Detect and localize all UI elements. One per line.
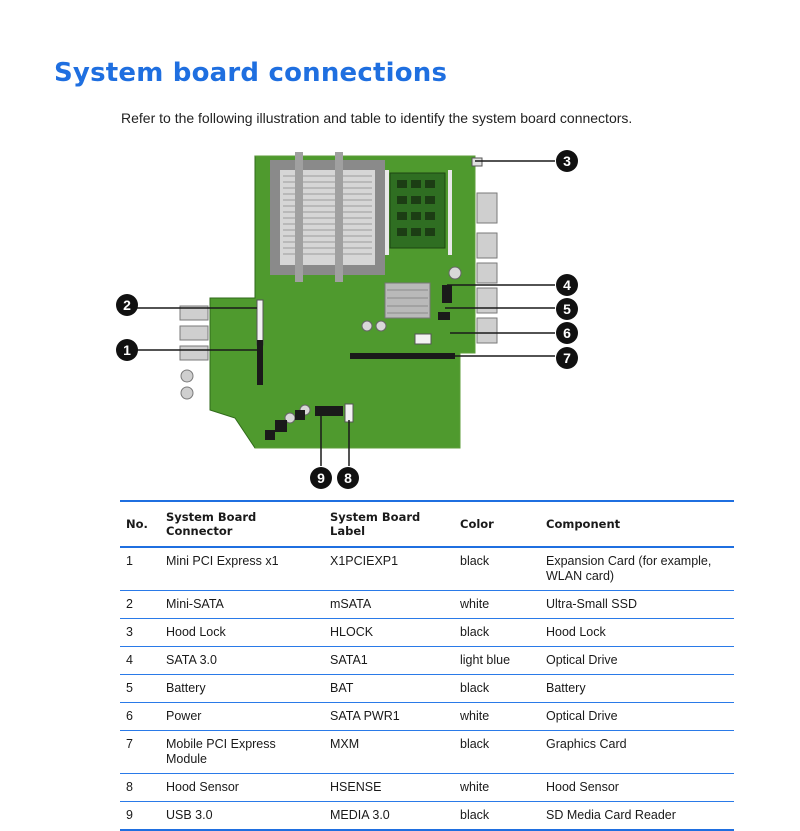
- cell-label: mSATA: [324, 590, 454, 619]
- svg-text:7: 7: [563, 350, 571, 366]
- cell-connector: Hood Sensor: [160, 773, 324, 802]
- cell-color: white: [454, 702, 540, 731]
- callout-3: 3: [556, 150, 578, 172]
- cell-component: Expansion Card (for example, WLAN card): [540, 547, 734, 591]
- table-row: 4 SATA 3.0 SATA1 light blue Optical Driv…: [120, 646, 734, 675]
- callout-2: 2: [116, 294, 138, 316]
- cell-component: Ultra-Small SSD: [540, 590, 734, 619]
- cell-label: MXM: [324, 730, 454, 774]
- page-title: System board connections: [54, 58, 448, 88]
- table-row: 7 Mobile PCI Express Module MXM black Gr…: [120, 730, 734, 774]
- svg-text:6: 6: [563, 325, 571, 341]
- cell-component: Optical Drive: [540, 702, 734, 731]
- header-color: Color: [454, 501, 540, 548]
- cell-component: Battery: [540, 674, 734, 703]
- cell-connector: Power: [160, 702, 324, 731]
- system-board-illustration: 1 2 3 4 5 6 7 8 9: [116, 150, 578, 489]
- connector-table: No. System Board Connector System Board …: [120, 500, 734, 831]
- header-connector: System Board Connector: [160, 501, 324, 548]
- cell-color: light blue: [454, 646, 540, 675]
- svg-text:4: 4: [563, 277, 571, 293]
- table-row: 3 Hood Lock HLOCK black Hood Lock: [120, 618, 734, 647]
- table-header-row: No. System Board Connector System Board …: [120, 501, 734, 548]
- cell-connector: Hood Lock: [160, 618, 324, 647]
- table-row: 8 Hood Sensor HSENSE white Hood Sensor: [120, 773, 734, 802]
- table-row: 9 USB 3.0 MEDIA 3.0 black SD Media Card …: [120, 802, 734, 831]
- header-label: System Board Label: [324, 501, 454, 548]
- callout-8: 8: [337, 467, 359, 489]
- heatsink: [270, 152, 385, 282]
- cell-label: HSENSE: [324, 773, 454, 802]
- rear-io-ports: [476, 192, 498, 344]
- cell-label: SATA1: [324, 646, 454, 675]
- table-row: 2 Mini-SATA mSATA white Ultra-Small SSD: [120, 590, 734, 619]
- callout-5: 5: [556, 298, 578, 320]
- cell-label: MEDIA 3.0: [330, 808, 390, 822]
- svg-text:8: 8: [344, 470, 352, 486]
- cell-component: Hood Sensor: [540, 773, 734, 802]
- svg-text:2: 2: [123, 297, 131, 313]
- intro-text: Refer to the following illustration and …: [121, 110, 633, 126]
- cell-color: white: [454, 773, 540, 802]
- cell-color: black: [454, 674, 540, 703]
- cell-label: HLOCK: [324, 618, 454, 647]
- cell-no: 6: [120, 702, 160, 731]
- cell-label: SATA PWR1: [324, 702, 454, 731]
- cell-component: Hood Lock: [540, 618, 734, 647]
- front-io-ports: [179, 305, 209, 400]
- cell-no: 4: [120, 646, 160, 675]
- cell-connector: SATA 3.0: [160, 646, 324, 675]
- svg-text:5: 5: [563, 301, 571, 317]
- callout-4: 4: [556, 274, 578, 296]
- cell-no: 9: [126, 808, 133, 822]
- cell-connector: Battery: [160, 674, 324, 703]
- table-row: 1 Mini PCI Express x1 X1PCIEXP1 black Ex…: [120, 547, 734, 591]
- callout-1: 1: [116, 339, 138, 361]
- cell-no: 7: [120, 730, 160, 774]
- cell-component: SD Media Card Reader: [546, 808, 676, 822]
- cell-label: X1PCIEXP1: [324, 547, 454, 591]
- cell-connector: USB 3.0: [166, 808, 213, 822]
- cell-no: 5: [120, 674, 160, 703]
- callout-9: 9: [310, 467, 332, 489]
- svg-text:9: 9: [317, 470, 325, 486]
- cell-color: black: [454, 730, 540, 774]
- table-row: 5 Battery BAT black Battery: [120, 674, 734, 703]
- cell-label: BAT: [324, 674, 454, 703]
- memory-modules: [385, 170, 452, 255]
- chipset-heatsink: [384, 282, 431, 319]
- cell-connector: Mini-SATA: [160, 590, 324, 619]
- cell-color: black: [460, 808, 490, 822]
- cell-no: 8: [120, 773, 160, 802]
- svg-text:1: 1: [123, 342, 131, 358]
- svg-text:3: 3: [563, 153, 571, 169]
- cell-component: Optical Drive: [540, 646, 734, 675]
- cell-connector: Mobile PCI Express Module: [160, 730, 324, 774]
- cell-connector: Mini PCI Express x1: [160, 547, 324, 591]
- callout-6: 6: [556, 322, 578, 344]
- callout-7: 7: [556, 347, 578, 369]
- cell-no: 3: [120, 618, 160, 647]
- table-row: 6 Power SATA PWR1 white Optical Drive: [120, 702, 734, 731]
- cell-color: black: [454, 618, 540, 647]
- cell-color: white: [454, 590, 540, 619]
- cell-no: 1: [120, 547, 160, 591]
- header-no: No.: [120, 501, 160, 548]
- cell-color: black: [454, 547, 540, 591]
- cell-no: 2: [120, 590, 160, 619]
- cell-component: Graphics Card: [540, 730, 734, 774]
- header-component: Component: [540, 501, 734, 548]
